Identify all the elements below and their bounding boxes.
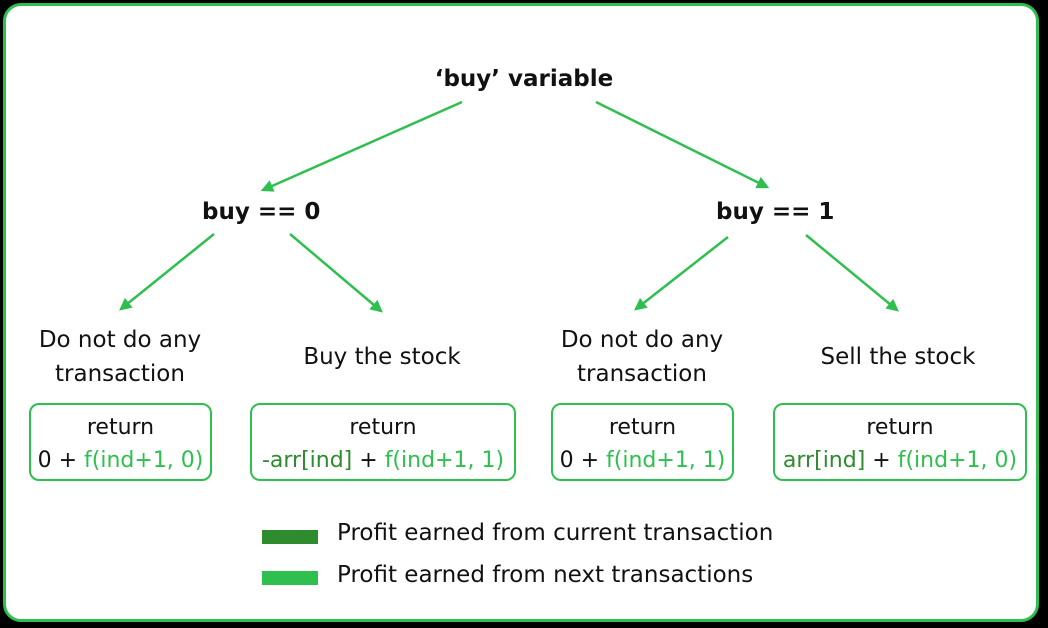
action-line: Sell the stock — [820, 344, 976, 370]
plus-operator: + — [573, 448, 607, 473]
legend-swatch-current — [262, 530, 318, 544]
next-profit-term: f(ind+1, 0) — [897, 448, 1018, 473]
plus-operator: + — [865, 448, 898, 473]
current-profit-term: 0 — [37, 448, 52, 473]
legend-label-current: Profit earned from current transaction — [337, 520, 774, 546]
diagram-panel — [3, 3, 1039, 622]
current-profit-term: -arr[ind] — [261, 448, 353, 473]
current-profit-term: 0 — [559, 448, 574, 473]
action-label: Sell the stock — [778, 340, 1018, 374]
return-keyword: return — [86, 415, 155, 440]
action-label: Buy the stock — [262, 340, 502, 374]
action-label: Do not do any transaction — [20, 323, 220, 391]
arrow-buy1-to-sell-stock — [805, 234, 899, 312]
action-line: Do not do any — [38, 327, 202, 353]
branch-buy0-label: buy == 0 — [202, 199, 321, 225]
arrow-buy1-to-no-transaction — [634, 236, 729, 311]
arrow-root-to-buy1 — [595, 100, 770, 189]
return-keyword: return — [608, 415, 677, 440]
return-box: return -arr[ind] + f(ind+1, 1) — [250, 403, 516, 481]
arrow-buy0-to-buy-stock — [289, 233, 383, 313]
return-expression: 0 + f(ind+1, 0) — [31, 444, 210, 477]
plus-operator: + — [51, 448, 85, 473]
return-box: return arr[ind] + f(ind+1, 0) — [773, 403, 1027, 481]
next-profit-term: f(ind+1, 1) — [384, 448, 505, 473]
current-profit-term: arr[ind] — [782, 448, 866, 473]
return-expression: -arr[ind] + f(ind+1, 1) — [252, 444, 514, 477]
arrow-buy0-to-no-transaction — [119, 233, 215, 311]
next-profit-term: f(ind+1, 1) — [606, 448, 726, 473]
return-expression: 0 + f(ind+1, 1) — [553, 444, 732, 477]
return-keyword: return — [866, 415, 934, 440]
return-keyword: return — [349, 415, 417, 440]
legend-swatch-next — [262, 571, 318, 585]
legend-label-next: Profit earned from next transactions — [337, 562, 754, 588]
action-line: Do not do any — [560, 327, 724, 353]
action-line: transaction — [55, 361, 185, 387]
root-node-label: ‘buy’ variable — [434, 66, 614, 92]
action-line: Buy the stock — [303, 344, 461, 370]
return-box: return 0 + f(ind+1, 1) — [551, 403, 734, 481]
action-line: transaction — [577, 361, 707, 387]
action-label: Do not do any transaction — [542, 323, 742, 391]
return-expression: arr[ind] + f(ind+1, 0) — [775, 444, 1025, 477]
return-box: return 0 + f(ind+1, 0) — [29, 403, 212, 481]
arrow-root-to-buy0 — [260, 100, 463, 192]
plus-operator: + — [352, 448, 385, 473]
branch-buy1-label: buy == 1 — [716, 199, 835, 225]
next-profit-term: f(ind+1, 0) — [84, 448, 204, 473]
